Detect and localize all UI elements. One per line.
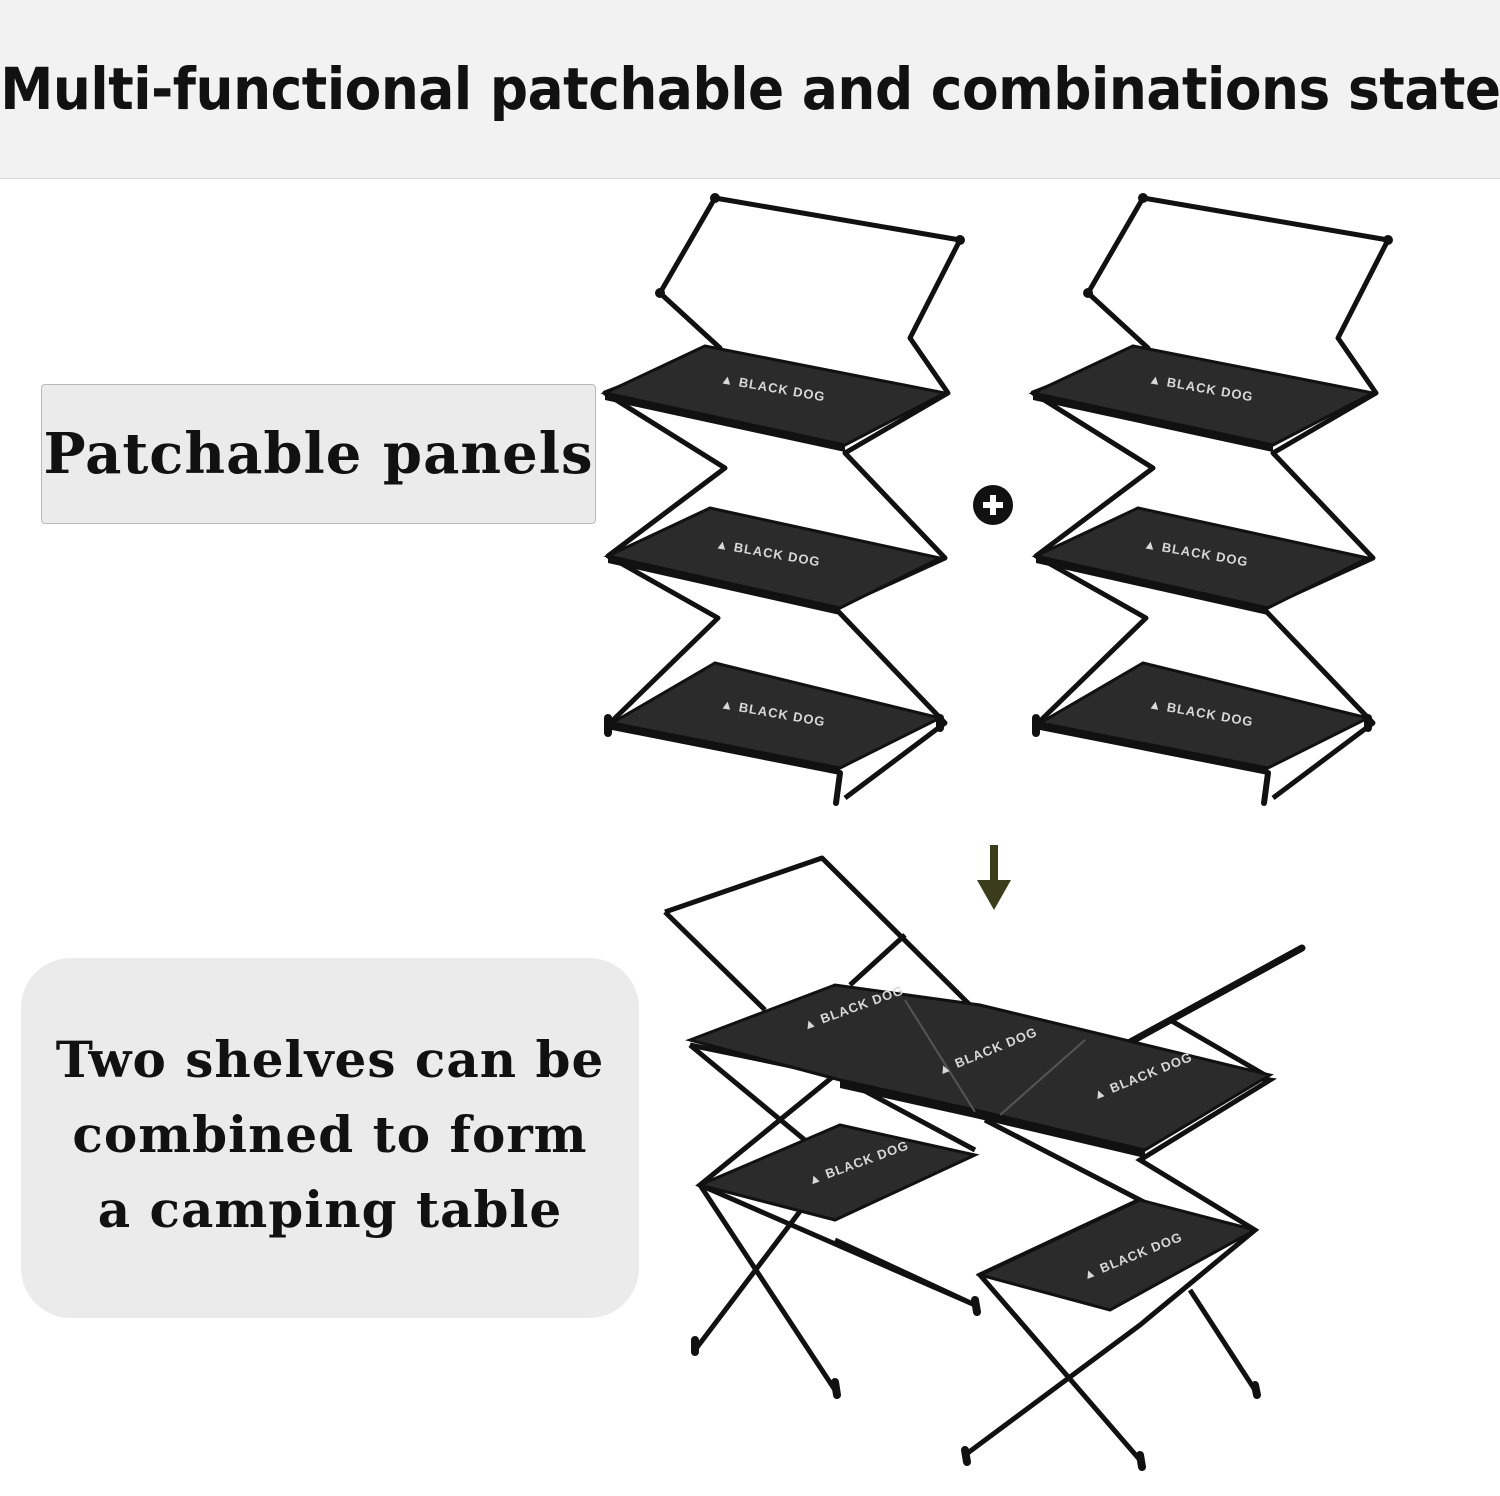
shelf-unit-left xyxy=(605,193,965,803)
combined-camping-table: ▲ BLACK DOG ▲ BLACK DOG ▲ BLACK DOG ▲ BL… xyxy=(663,855,1306,1471)
header-banner: Multi-functional patchable and combinati… xyxy=(0,0,1500,179)
page-title: Multi-functional patchable and combinati… xyxy=(0,55,1500,123)
patchable-panels-callout: Patchable panels xyxy=(41,384,596,524)
arrow-down-icon xyxy=(977,845,1011,910)
shelf-unit-right xyxy=(1033,193,1393,803)
plus-circle-icon xyxy=(973,485,1013,525)
patchable-panels-label: Patchable panels xyxy=(43,421,594,487)
combined-table-callout: Two shelves can be combined to form a ca… xyxy=(21,958,639,1318)
combined-line-2: combined to form xyxy=(72,1104,588,1164)
combined-line-1: Two shelves can be xyxy=(55,1029,605,1089)
combined-line-3: a camping table xyxy=(97,1179,563,1239)
